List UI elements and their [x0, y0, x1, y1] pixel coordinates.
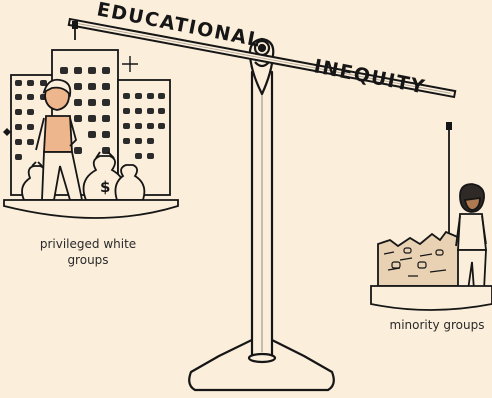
left-pan: $ — [3, 27, 179, 219]
privileged-groups-caption: privileged white groups — [18, 236, 158, 268]
money-bag-icon — [82, 151, 126, 201]
rubble-details — [383, 247, 447, 277]
privileged-person — [35, 78, 84, 201]
scale-stand — [188, 37, 335, 392]
right-pan — [370, 128, 492, 311]
left-pan-tray — [3, 199, 179, 219]
scale-beam — [67, 17, 457, 99]
right-pan-tray — [370, 285, 492, 311]
dollar-sign-icon: $ — [100, 178, 110, 196]
caption-line-2: groups — [67, 253, 109, 267]
sparkle-icon — [3, 56, 138, 136]
broken-buildings — [377, 230, 461, 287]
building-windows — [15, 67, 165, 160]
beam-label-inequity: INEQUITY — [312, 55, 427, 98]
minority-person — [455, 183, 488, 291]
minority-groups-caption: minority groups — [389, 318, 485, 332]
money-bag-icon — [114, 164, 146, 201]
caption-line-1: privileged white — [39, 237, 137, 251]
